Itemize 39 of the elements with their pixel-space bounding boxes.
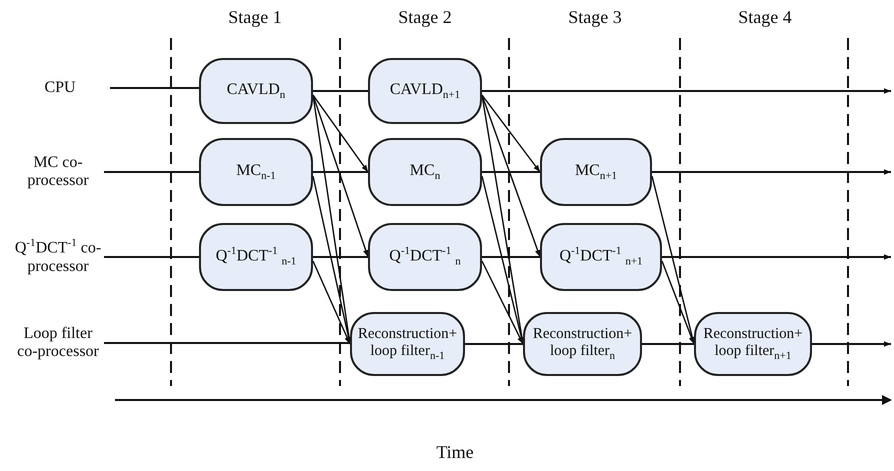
task-box: CAVLD$_{n+1}$: [368, 58, 482, 124]
task-box: CAVLD$_{n}$: [199, 58, 313, 124]
task-box: Reconstruction+ loop filter$_{n+1}$: [694, 312, 812, 376]
connector-line: [313, 171, 368, 173]
connector-line: [313, 90, 368, 92]
task-box: Reconstruction+ loop filter$_{n}$: [523, 312, 642, 376]
connector-line: [110, 87, 199, 89]
arrow: [482, 88, 891, 94]
connector-line: [104, 171, 199, 173]
arrow: [312, 94, 369, 172]
connector-line: [642, 343, 694, 345]
arrow: [662, 254, 891, 260]
connector-line: [104, 256, 199, 258]
arrow: [312, 260, 351, 344]
connector-line: [482, 171, 540, 173]
axis-label: Time: [436, 442, 474, 463]
task-box: Reconstruction+ loop filter$_{n-1}$: [350, 312, 465, 376]
stage-label: Stage 4: [738, 7, 792, 28]
task-box: MC$_{n}$: [368, 138, 482, 206]
row-label: MC co-processor: [12, 150, 104, 194]
row-label: Loop filter co-processor: [12, 321, 104, 365]
connector-line: [104, 342, 350, 344]
arrow: [312, 94, 369, 258]
task-box: MC$_{n+1}$: [540, 138, 652, 206]
arrow: [661, 260, 695, 344]
stage-label: Stage 2: [398, 7, 452, 28]
connector-line: [482, 256, 540, 258]
arrow: [481, 94, 541, 258]
arrow: [652, 169, 891, 175]
row-label: Q$^{-1}$DCT$^{-1}$ co-processor: [12, 235, 104, 279]
task-box: MC$_{n-1}$: [199, 138, 313, 206]
connector-line: [313, 256, 368, 258]
stage-label: Stage 3: [568, 7, 622, 28]
arrow: [812, 341, 891, 347]
arrow: [481, 260, 524, 344]
row-label: CPU: [10, 76, 110, 100]
connector-line: [465, 343, 523, 345]
arrow: [481, 94, 541, 172]
stage-label: Stage 1: [228, 7, 282, 28]
